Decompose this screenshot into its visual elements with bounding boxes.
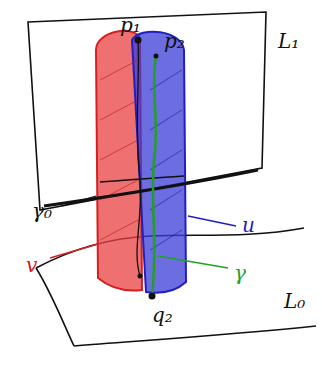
seam-curve [137,40,141,276]
boundary-curve [44,170,258,206]
leader-line [158,256,228,268]
math-label: γ [232,262,248,284]
math-label: v [24,254,39,276]
gamma-curve [152,56,156,296]
point-dot [138,274,143,279]
point-dot [149,293,156,300]
math-label: p₁ [118,14,143,36]
math-label: p₂ [162,30,187,52]
math-label: γ₀ [30,200,54,222]
red-hatching [100,60,138,240]
point-dot [154,54,159,59]
math-label: q₂ [150,304,175,326]
math-label: L₁ [276,30,301,52]
leader-line [50,244,98,258]
math-label: L₀ [282,290,307,312]
surface-left-edge [36,268,74,346]
point-dot [135,37,142,44]
surface-bottom-edge [74,326,316,346]
leader-line [62,196,96,206]
math-label: u [240,214,257,236]
blue-strip [132,32,186,293]
leader-line [188,216,236,226]
boundary-curve [100,176,184,182]
